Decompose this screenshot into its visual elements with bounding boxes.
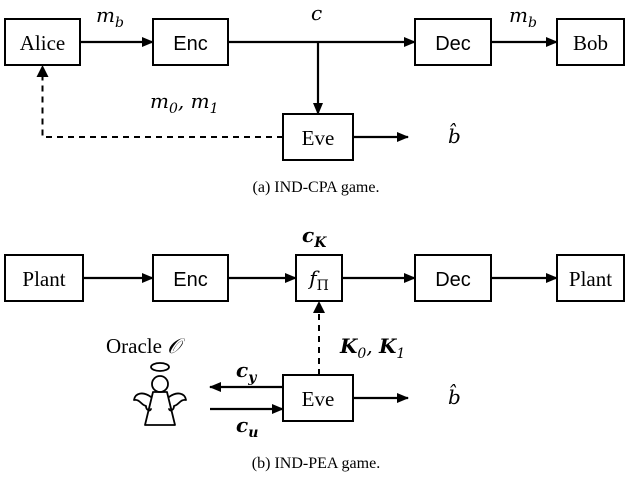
enc-box-top — [152, 18, 229, 66]
eve-label-top: Eve — [302, 126, 335, 150]
enc-label-top: Enc — [173, 33, 207, 55]
label-mb-right: mb — [509, 3, 537, 31]
alice-label: Alice — [20, 31, 65, 55]
label-mb-left: mb — [96, 3, 124, 31]
dashed-eve-to-alice — [41, 76, 283, 138]
dec-label-bottom: Dec — [435, 269, 471, 291]
bob-label: Bob — [573, 31, 608, 55]
dec-box-top — [414, 18, 492, 66]
plant-label-left: Plant — [22, 267, 65, 291]
caption-ind-pea: (b) IND-PEA game. — [252, 455, 380, 472]
label-c: c — [311, 1, 322, 25]
plant-label-right: Plant — [569, 267, 612, 291]
label-bhat-top: b̂ — [448, 122, 461, 148]
dashed-arrowhead-fpi — [313, 301, 325, 313]
label-cK: cK — [302, 223, 327, 251]
eve-box-bottom — [282, 374, 354, 422]
enc-label-bottom: Enc — [173, 269, 207, 291]
alice-box — [4, 18, 81, 66]
oracle-label: Oracle 𝒪 — [106, 334, 185, 358]
plant-box-right — [556, 254, 625, 302]
label-m0-m1: m0, m1 — [150, 89, 219, 117]
ind-cpa-diagram: Alice Enc Dec Bob Eve mb c mb m0, m1 b̂ … — [4, 1, 625, 196]
caption-ind-cpa: (a) IND-CPA game. — [253, 179, 380, 196]
eve-label-bottom: Eve — [302, 387, 335, 411]
angel-icon — [133, 362, 187, 426]
dec-label-top: Dec — [435, 33, 471, 55]
bob-box — [556, 18, 625, 66]
label-bhat-bottom: b̂ — [448, 383, 461, 409]
ind-pea-diagram: Plant Enc fΠ Dec Plant Eve cK K0, K1 Ora… — [4, 223, 625, 472]
dashed-arrowhead-alice — [36, 65, 49, 77]
label-cy: cy — [236, 358, 257, 386]
label-cu: cu — [236, 413, 258, 441]
label-K0-K1: K0, K1 — [339, 334, 405, 362]
